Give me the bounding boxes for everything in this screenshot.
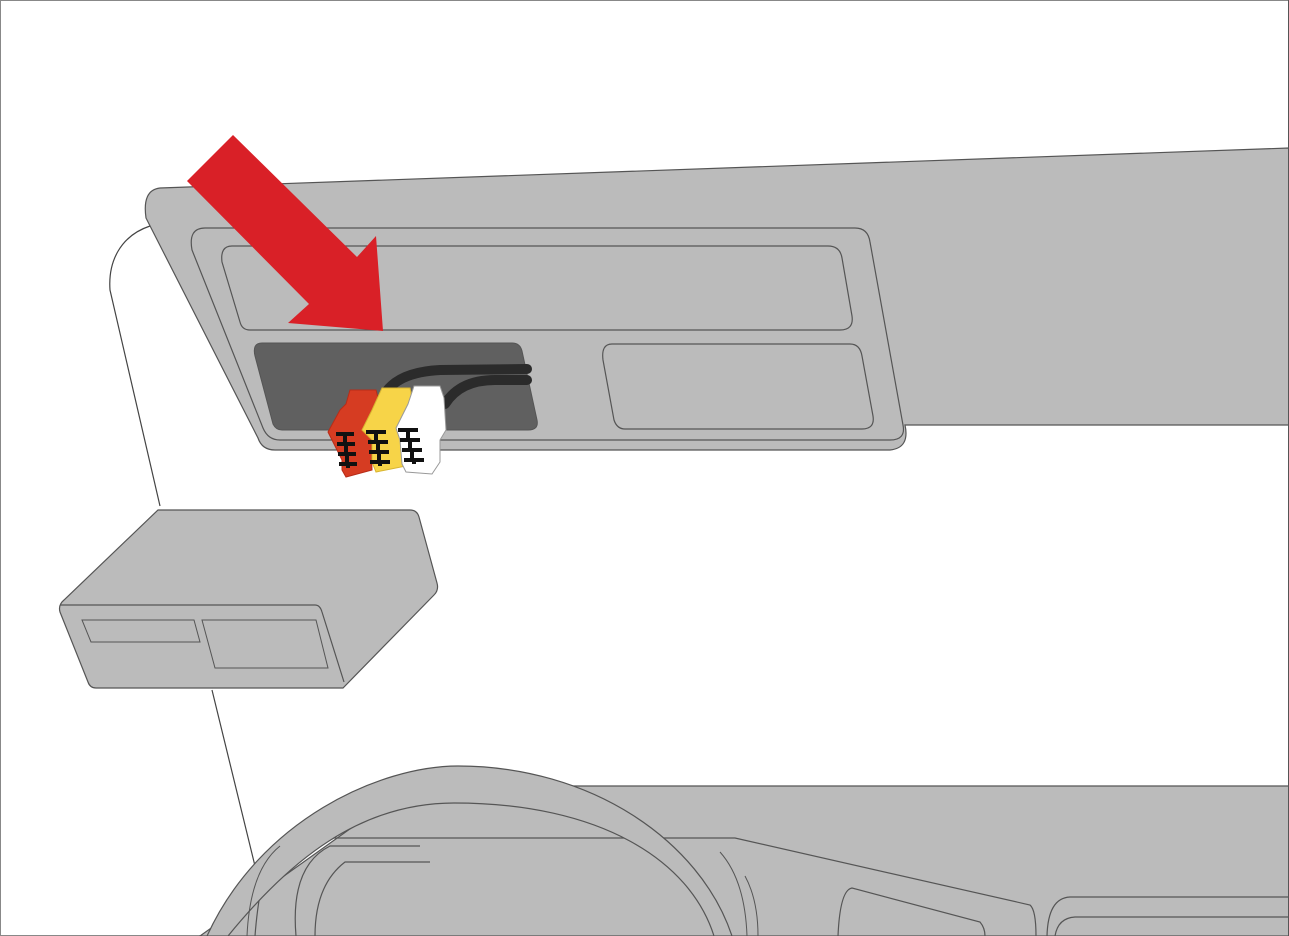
box-slot-right xyxy=(201,619,329,669)
connector-red[interactable] xyxy=(327,389,379,478)
pin-icon-group xyxy=(398,428,424,464)
a-pillar-outline xyxy=(109,225,256,867)
iso-connectors[interactable] xyxy=(327,385,447,478)
control-unit-box[interactable] xyxy=(58,509,439,689)
right-vent-inner xyxy=(1054,916,1289,936)
right-compartment[interactable] xyxy=(602,343,874,430)
red-arrow-icon xyxy=(187,135,383,331)
box-slot-left xyxy=(81,619,201,643)
center-vent xyxy=(837,887,986,936)
connector-white[interactable] xyxy=(395,385,447,475)
pin-icon-group xyxy=(366,430,390,466)
pin-icon-group xyxy=(336,432,357,468)
right-vent-outer xyxy=(1046,896,1289,936)
